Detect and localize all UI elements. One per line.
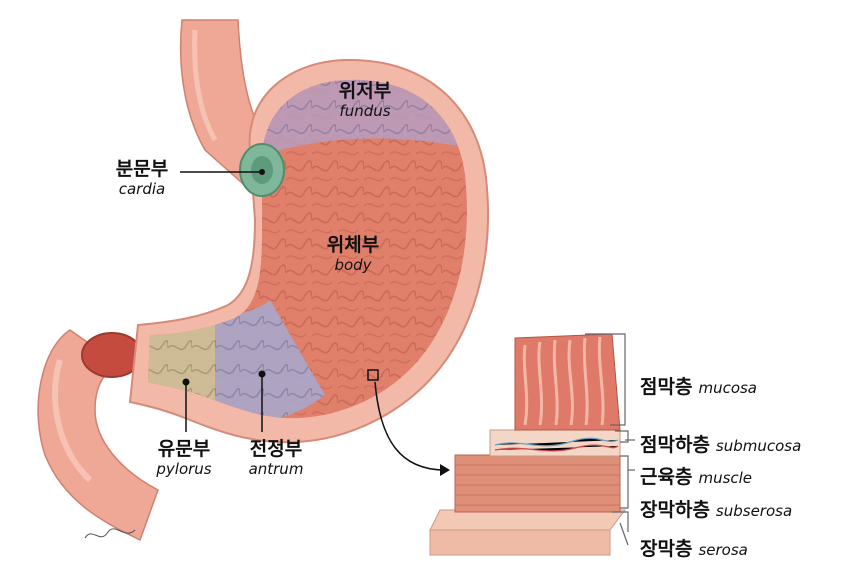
fundus-ko: 위저부	[338, 80, 392, 102]
cardia-en: cardia	[118, 180, 166, 198]
body-ko: 위체부	[326, 234, 380, 256]
fundus-label: 위저부 fundus	[339, 82, 391, 119]
layer-mucosa: 점막층 mucosa	[640, 372, 757, 399]
layer-brackets	[585, 333, 635, 546]
body-en: body	[334, 256, 372, 274]
layer-subserosa: 장막하층 subserosa	[640, 495, 792, 522]
layer-subserosa-en: subserosa	[715, 502, 793, 520]
pylorus-en: pylorus	[156, 460, 212, 478]
layer-muscle-ko: 근육층	[640, 466, 693, 488]
zoom-arrow	[374, 381, 446, 471]
layer-muscle-en: muscle	[698, 469, 753, 487]
layer-mucosa-ko: 점막층	[640, 376, 693, 398]
antrum-label: 전정부 antrum	[249, 440, 304, 477]
antrum-en: antrum	[248, 460, 304, 478]
muscle-layer	[454, 454, 621, 513]
layer-mucosa-en: mucosa	[698, 379, 758, 397]
tissue-block	[429, 333, 626, 556]
body-label: 위체부 body	[327, 236, 379, 273]
cardia-label: 분문부 cardia	[116, 160, 168, 197]
layer-subserosa-ko: 장막하층	[640, 499, 710, 521]
layer-submucosa-ko: 점막하층	[640, 434, 710, 456]
antrum-ko: 전정부	[249, 438, 303, 460]
zoom-marker	[367, 369, 379, 381]
pylorus-ko: 유문부	[157, 438, 211, 460]
pylorus-label: 유문부 pylorus	[156, 440, 211, 477]
layer-submucosa: 점막하층 submucosa	[640, 430, 801, 457]
layer-serosa-ko: 장막층	[640, 538, 693, 560]
layer-serosa: 장막층 serosa	[640, 534, 748, 561]
layer-muscle: 근육층 muscle	[640, 462, 752, 489]
layer-serosa-en: serosa	[698, 541, 748, 559]
serosa-layer	[429, 509, 626, 531]
fundus-en: fundus	[339, 102, 391, 120]
artist-signature	[84, 528, 136, 539]
layer-submucosa-en: submucosa	[715, 437, 802, 455]
duodenum	[37, 329, 159, 542]
cardia-ko: 분문부	[115, 158, 169, 180]
